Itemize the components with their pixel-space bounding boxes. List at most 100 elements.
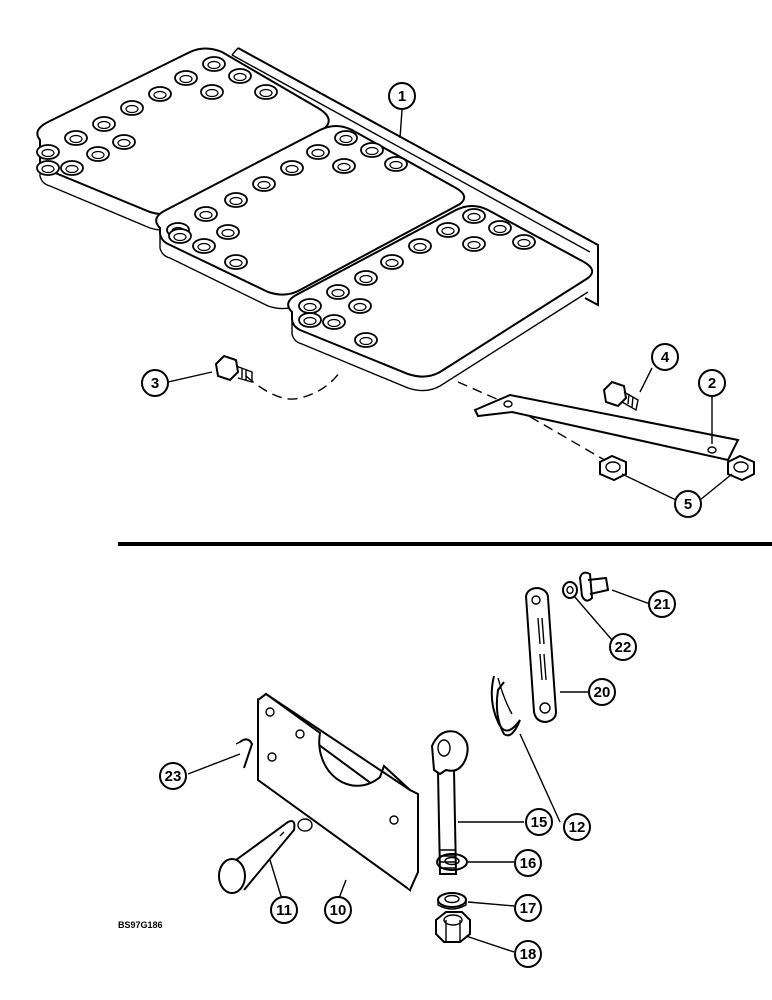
plate-hole <box>216 224 240 240</box>
plate-hole <box>354 270 378 286</box>
plate-hole-inner <box>153 90 167 100</box>
plate-hole <box>36 160 60 176</box>
lock-washer-17-part <box>437 892 467 910</box>
plate-hole-inner <box>413 242 427 252</box>
svg-text:12: 12 <box>569 819 586 836</box>
nut-5-left <box>599 454 627 482</box>
svg-text:18: 18 <box>520 946 537 963</box>
plate-hole <box>332 158 356 174</box>
callout-10: 10 <box>324 896 352 924</box>
plate-hole-inner <box>467 212 481 222</box>
plate-hole <box>252 176 276 192</box>
plate-hole-inner <box>441 226 455 236</box>
svg-text:15: 15 <box>531 814 548 831</box>
plate-hole-inner <box>197 242 211 252</box>
plate-hole-inner <box>339 134 353 144</box>
plate-hole <box>64 130 88 146</box>
svg-text:16: 16 <box>520 855 537 872</box>
plate-hole-inner <box>125 104 139 114</box>
step-plate-assembly <box>36 47 609 463</box>
bolt-4-part <box>602 380 639 412</box>
svg-text:21: 21 <box>654 596 671 613</box>
callout-22: 22 <box>609 633 637 661</box>
bolt-3-part <box>214 354 253 383</box>
svg-text:11: 11 <box>276 902 292 919</box>
svg-text:4: 4 <box>661 349 670 366</box>
rail-channel <box>237 47 599 307</box>
plate-hole-inner <box>385 258 399 268</box>
cotter-pin-23-part <box>235 738 254 769</box>
washer-22-part <box>562 581 578 599</box>
callout-16: 16 <box>514 849 542 877</box>
drawing-code: BS97G186 <box>118 920 163 930</box>
plate-hole-inner <box>257 180 271 190</box>
plate-hole-inner <box>199 210 213 220</box>
callout-4: 4 <box>651 343 679 371</box>
plate-hole <box>224 192 248 208</box>
hex-nut-18-part <box>435 911 471 943</box>
plate-hole <box>354 332 378 348</box>
plate-hole-inner <box>173 232 187 242</box>
svg-text:3: 3 <box>151 375 159 392</box>
svg-text:1: 1 <box>398 88 406 105</box>
step-plate-holes <box>36 56 536 348</box>
plate-hole <box>380 254 404 270</box>
plate-hole-inner <box>493 224 507 234</box>
plate-hole-inner <box>303 316 317 326</box>
callout-bubbles: 1 3 4 2 5 21 22 20 12 23 15 16 17 18 11 … <box>141 82 726 968</box>
svg-text:20: 20 <box>594 684 611 701</box>
callout-17: 17 <box>514 894 542 922</box>
plate-hole-inner <box>331 288 345 298</box>
nut-5-right <box>727 454 755 482</box>
plate-hole-inner <box>359 274 373 284</box>
plate-hole-inner <box>179 74 193 84</box>
plate-hole <box>512 234 536 250</box>
plate-hole-inner <box>311 148 325 158</box>
plate-hole-inner <box>41 148 55 158</box>
plate-hole <box>60 160 84 176</box>
svg-text:2: 2 <box>708 375 716 392</box>
svg-text:23: 23 <box>165 768 182 785</box>
pin-11-part <box>218 820 296 894</box>
plate-hole-inner <box>303 302 317 312</box>
plate-hole <box>462 236 486 252</box>
callout-20: 20 <box>588 678 616 706</box>
callout-15: 15 <box>525 808 553 836</box>
plate-hole <box>462 208 486 224</box>
bracket-2-part <box>473 393 740 462</box>
plate-hole <box>360 142 384 158</box>
plate-hole-inner <box>41 164 55 174</box>
plate-hole <box>202 56 226 72</box>
plate-hole <box>194 206 218 222</box>
plate-hole <box>200 84 224 100</box>
plate-hole-inner <box>207 60 221 70</box>
plate-hole-inner <box>65 164 79 174</box>
spring-clip-12-part <box>490 675 521 737</box>
rail-channel-edge <box>231 54 591 253</box>
plate-hole <box>112 134 136 150</box>
plate-hole-inner <box>353 302 367 312</box>
plate-hole-inner <box>327 318 341 328</box>
plate-hole <box>436 222 460 238</box>
plate-hole <box>298 312 322 328</box>
callout-1: 1 <box>388 82 416 110</box>
svg-text:22: 22 <box>615 639 632 656</box>
mounting-plate-10-part <box>257 692 419 892</box>
plate-hole-inner <box>91 150 105 160</box>
plate-hole-inner <box>205 88 219 98</box>
callout-18: 18 <box>514 940 542 968</box>
flat-washer-16-part <box>436 853 468 871</box>
plate-hole <box>348 298 372 314</box>
plate-hole <box>254 84 278 100</box>
plate-hole <box>322 314 346 330</box>
plate-hole-inner <box>365 146 379 156</box>
plate-hole <box>174 70 198 86</box>
plate-hole-inner <box>69 134 83 144</box>
plate-hole-inner <box>467 240 481 250</box>
plate-hole-inner <box>517 238 531 248</box>
svg-text:5: 5 <box>684 496 692 513</box>
callout-5: 5 <box>674 490 702 518</box>
plate-hole <box>306 144 330 160</box>
